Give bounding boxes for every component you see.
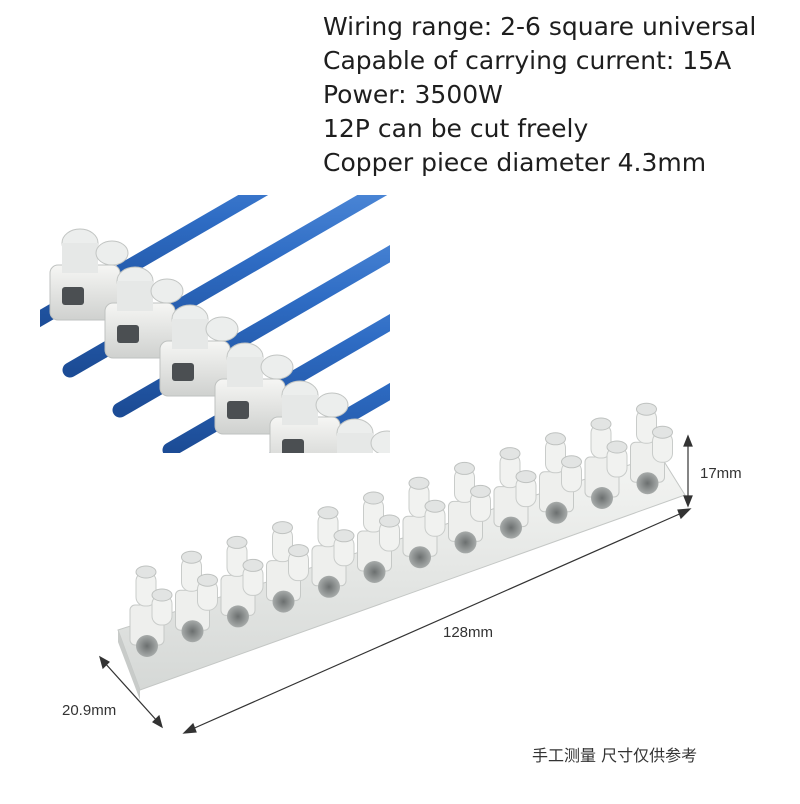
spec-power: Power: 3500W [323, 80, 503, 109]
width-dimension-line [103, 661, 159, 723]
screw-post [282, 395, 318, 425]
screw-head [561, 455, 582, 469]
screw-cap [370, 430, 390, 453]
wire-hole [454, 531, 477, 554]
screw-head [151, 588, 173, 602]
screw-cap [315, 392, 349, 418]
screw-head [470, 484, 491, 498]
screw-head [424, 499, 446, 513]
spec-current: Capable of carrying current: 15A [323, 46, 732, 75]
wire-slot [227, 401, 249, 419]
dimension-lines [99, 434, 693, 734]
height-arrow-bottom-icon [683, 495, 693, 508]
screw-post [62, 243, 98, 273]
length-arrow-left-icon [182, 722, 197, 734]
screw-head [379, 514, 400, 528]
screw-head [317, 506, 339, 520]
closeup-photo [40, 195, 390, 453]
screw-head [272, 521, 293, 535]
wire-hole [136, 635, 158, 657]
wire-hole [272, 590, 295, 613]
wire-hole [318, 575, 340, 598]
screw-head [242, 558, 264, 572]
wire-hole [409, 546, 431, 569]
screw-head [652, 425, 673, 439]
screw-head [135, 565, 157, 579]
length-label: 128mm [443, 624, 494, 641]
wire-slot [117, 325, 139, 343]
product-drawing [0, 400, 800, 800]
wire-slot [62, 287, 84, 305]
screw-head [636, 402, 657, 416]
screw-head [197, 573, 218, 587]
wire-hole [500, 516, 522, 539]
screw-head [545, 432, 566, 446]
screw-head [515, 470, 537, 484]
strip-units [129, 402, 673, 657]
screw-head [288, 544, 309, 558]
screw-cap [95, 240, 129, 266]
screw-head [408, 476, 430, 490]
height-label: 17mm [700, 465, 742, 482]
strip-edge [118, 630, 140, 700]
closeup-blocks [49, 228, 390, 453]
closeup-illustration [40, 195, 390, 453]
spec-cut: 12P can be cut freely [323, 114, 589, 143]
spec-wiring-range: Wiring range: 2-6 square universal [323, 12, 757, 41]
screw-post [337, 433, 373, 453]
screw-head [181, 550, 202, 564]
screw-head [226, 535, 248, 549]
width-label: 20.9mm [62, 702, 117, 719]
wire-hole [591, 487, 613, 509]
spec-list: Wiring range: 2-6 square universal Capab… [323, 10, 793, 180]
wire-hole [363, 561, 386, 583]
wire-hole [227, 605, 249, 628]
screw-cap [205, 316, 239, 342]
height-arrow-top-icon [683, 434, 693, 447]
wire-hole [181, 620, 204, 643]
screw-cap [150, 278, 184, 304]
terminal-strip [99, 402, 693, 734]
length-arrow-right-icon [677, 508, 692, 520]
width-arrow-bottom-icon [152, 714, 163, 729]
screw-head [606, 440, 628, 454]
screw-head [499, 447, 521, 461]
wire-slot [282, 439, 304, 453]
screw-post [117, 281, 153, 311]
measurement-note: 手工测量 尺寸仅供参考 [532, 746, 698, 765]
length-dimension-line [189, 511, 685, 731]
wire-hole [545, 501, 568, 524]
screw-head [590, 417, 612, 431]
screw-cap [260, 354, 294, 380]
screw-post [227, 357, 263, 387]
screw-head [454, 461, 475, 475]
screw-head [333, 529, 355, 543]
screw-head [363, 491, 384, 505]
spec-copper-diameter: Copper piece diameter 4.3mm [323, 148, 707, 177]
width-arrow-top-icon [99, 655, 110, 670]
wire-hole [636, 472, 659, 495]
wire-slot [172, 363, 194, 381]
screw-post [172, 319, 208, 349]
